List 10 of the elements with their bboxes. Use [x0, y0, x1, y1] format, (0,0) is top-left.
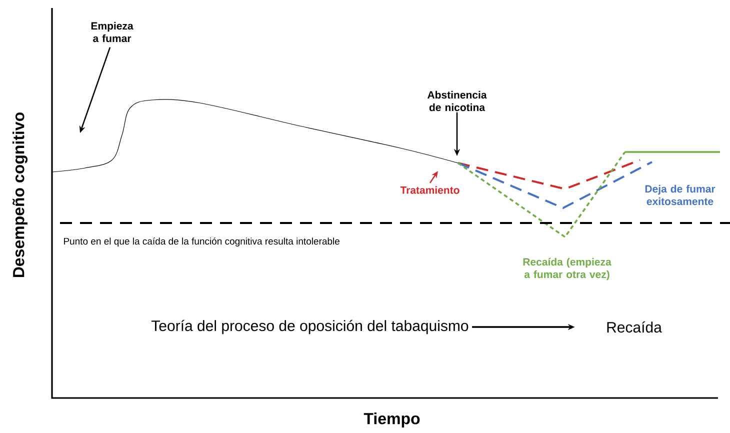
axis-title: Desempeño cognitivo	[12, 112, 28, 278]
threshold-label: Punto en el que la caída de la función cognitiva resulta intolerable	[64, 238, 340, 246]
annotation-text: Abstinencia de nicotina	[428, 90, 487, 112]
annotation-text: Tratamiento	[400, 186, 460, 194]
annotation-text: Empieza a fumar	[91, 22, 134, 42]
outcome-label: Deja de fumar exitosamente	[645, 184, 716, 206]
relapse-text: Recaída	[607, 321, 662, 333]
outcome-label: Recaída (empieza a fumar otra vez)	[523, 258, 612, 280]
axis-title: Tiempo	[364, 412, 420, 428]
theory-text: Teoría del proceso de oposición del tabaquismo	[152, 320, 468, 334]
